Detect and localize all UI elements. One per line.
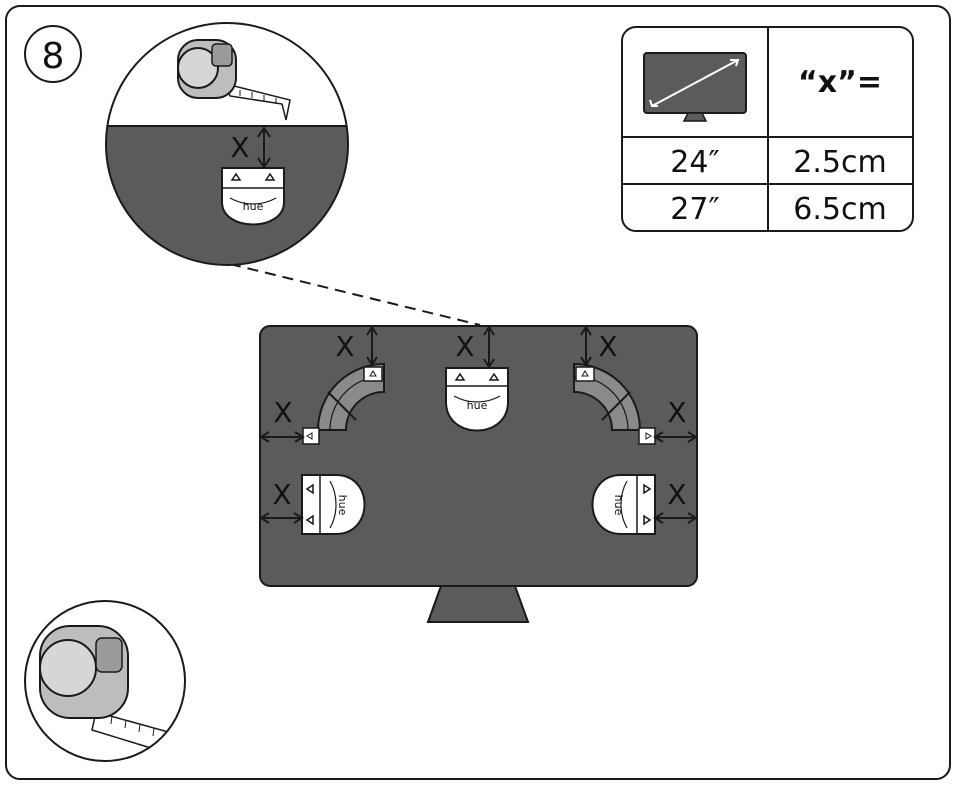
table-row-2-size: 27″ <box>670 192 719 227</box>
x-label-corner-left: X <box>273 396 292 429</box>
table-header-value: “x”= <box>798 65 882 100</box>
monitor-stand <box>426 585 530 623</box>
monitor-screen <box>259 325 698 587</box>
x-label-top-left: X <box>335 330 354 363</box>
x-label-side-right: X <box>667 478 686 511</box>
x-label-side-left: X <box>272 478 291 511</box>
module-corner-left <box>302 362 385 445</box>
hue-light-module-icon: hue <box>221 167 285 226</box>
table-row-2-value: 6.5cm <box>793 192 886 227</box>
tape-measure-icon <box>177 39 291 121</box>
x-label-corner-right: X <box>667 396 686 429</box>
monitor-icon <box>643 52 747 122</box>
module-right-side: hue <box>591 474 656 535</box>
x-label-top-center: X <box>455 330 474 363</box>
module-right-side-brand: hue <box>612 495 625 516</box>
module-left-side: hue <box>301 474 366 535</box>
table-row-1-value: 2.5cm <box>793 145 886 180</box>
tape-measure-detail <box>24 600 186 762</box>
magnifier-x-label: X <box>230 131 249 164</box>
magnifier-brand: hue <box>243 200 264 213</box>
dimension-arrows <box>259 325 698 524</box>
leader-line <box>229 263 481 326</box>
monitor: hue hue <box>259 325 698 623</box>
table-row-1-size: 24″ <box>670 145 719 180</box>
module-top-center-brand: hue <box>467 399 488 412</box>
size-table: “x”= 24″ 2.5cm 27″ 6.5cm <box>621 26 914 232</box>
step-badge: 8 <box>24 25 82 83</box>
module-top-center: hue <box>445 367 509 432</box>
x-label-top-right: X <box>598 330 617 363</box>
step-number: 8 <box>42 36 65 77</box>
module-left-side-brand: hue <box>336 495 349 516</box>
module-corner-right <box>573 362 656 445</box>
